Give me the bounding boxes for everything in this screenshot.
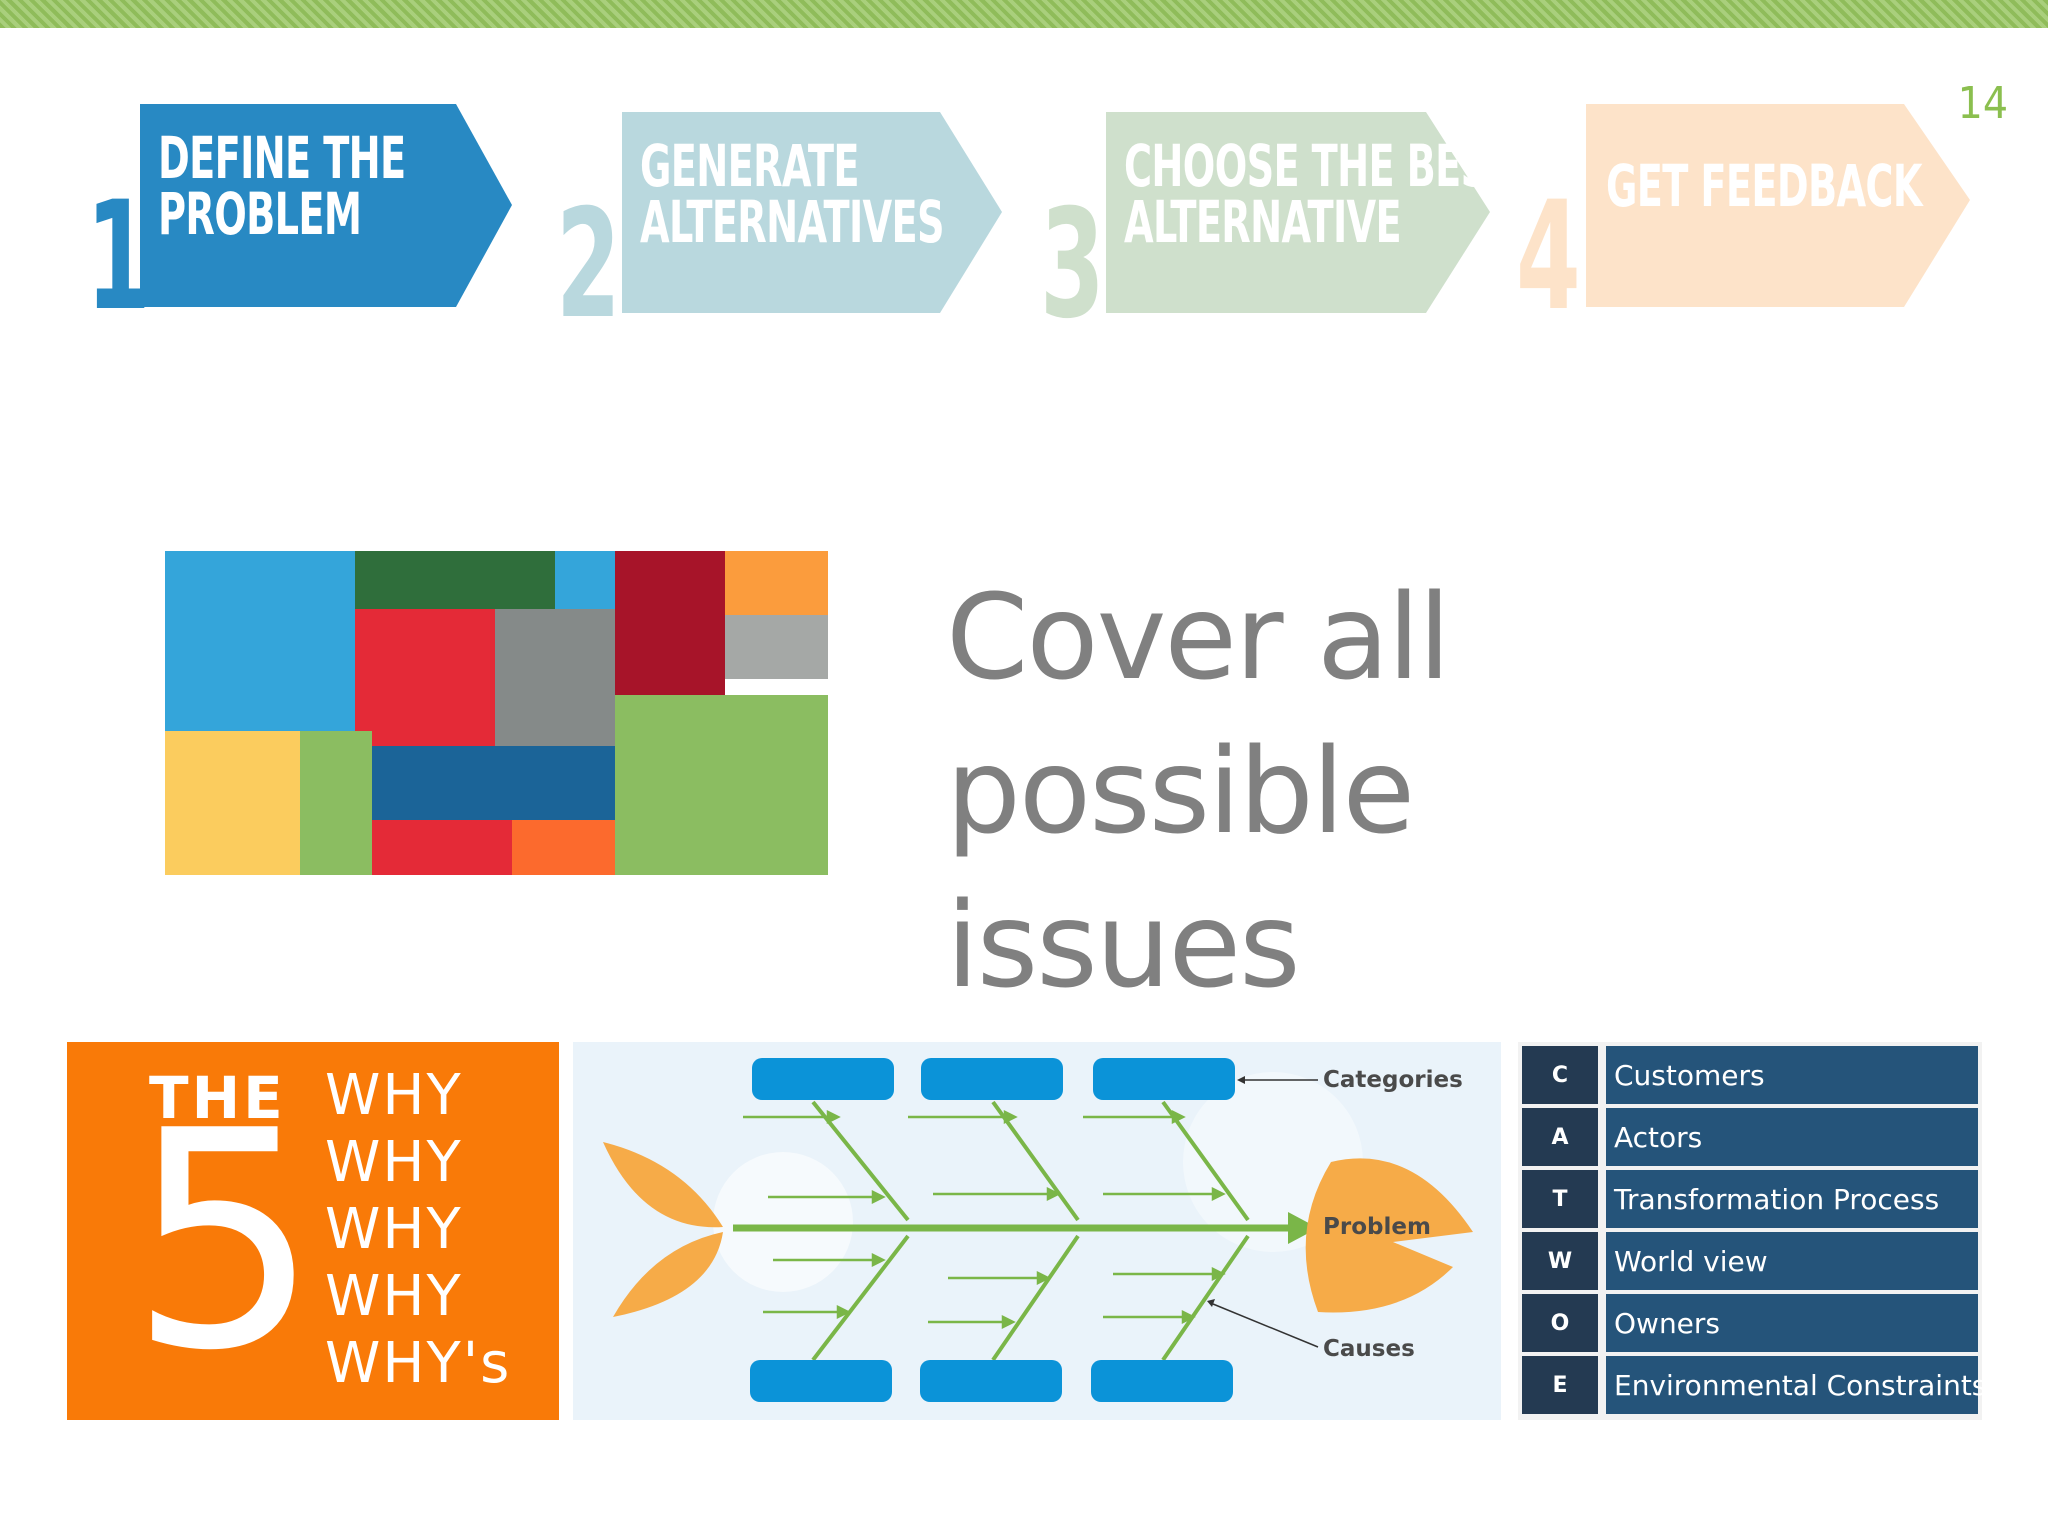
five-whys-number: 5 (129, 1067, 320, 1416)
catwoe-letter: W (1522, 1232, 1598, 1290)
catwoe-letter: A (1522, 1108, 1598, 1166)
cause-box (920, 1360, 1062, 1402)
step-arrow-shape (1106, 112, 1490, 313)
why-item: WHY (325, 1197, 463, 1262)
step-number: 3 (1040, 178, 1105, 352)
catwoe-row: O Owners (1522, 1294, 1978, 1352)
catwoe-letter: C (1522, 1046, 1598, 1104)
catwoe-word: Customers (1606, 1046, 1978, 1104)
catwoe-word: Owners (1606, 1294, 1978, 1352)
top-decorative-band (0, 0, 2048, 28)
catwoe-word: Actors (1606, 1108, 1978, 1166)
page-number: 14 (1957, 78, 2008, 129)
five-whys-graphic: THE 5 WHY WHY WHY WHY WHY's (67, 1042, 559, 1420)
step-number: 4 (1516, 170, 1581, 344)
cause-box (750, 1360, 892, 1402)
problem-label: Problem (1323, 1214, 1431, 1240)
five-whys-list: WHY WHY WHY WHY WHY's (325, 1062, 511, 1397)
why-item: WHY (325, 1063, 463, 1128)
category-box (752, 1058, 894, 1100)
catwoe-row: A Actors (1522, 1108, 1978, 1166)
catwoe-table: C Customers A Actors T Transformation Pr… (1518, 1042, 1986, 1420)
catwoe-row: W World view (1522, 1232, 1978, 1290)
step-arrow-shape (622, 112, 1002, 313)
catwoe-row: T Transformation Process (1522, 1170, 1978, 1228)
why-item: WHY (325, 1264, 463, 1329)
step-number: 1 (86, 170, 151, 344)
categories-label: Categories (1323, 1067, 1463, 1093)
cause-box (1091, 1360, 1233, 1402)
step-get-feedback: 4 GET FEEDBACK (1516, 102, 1976, 332)
catwoe-letter: E (1522, 1356, 1598, 1414)
color-block-mosaic-image (165, 551, 828, 875)
step-number: 2 (556, 178, 621, 352)
fishbone-graphics (603, 1072, 1473, 1362)
step-arrow-shape (140, 104, 512, 307)
step-label: GET FEEDBACK (1606, 152, 1923, 220)
catwoe-word: Transformation Process (1606, 1170, 1978, 1228)
catwoe-word: World view (1606, 1232, 1978, 1290)
five-whys-the: THE (149, 1064, 286, 1132)
fishbone-diagram: Categories Problem Causes (573, 1042, 1501, 1420)
category-box (921, 1058, 1063, 1100)
catwoe-row: C Customers (1522, 1046, 1978, 1104)
catwoe-word: Environmental Constraints (1606, 1356, 1986, 1414)
why-item: WHY's (325, 1331, 512, 1396)
category-box (1093, 1058, 1235, 1100)
causes-label: Causes (1323, 1336, 1415, 1362)
headline-text: Cover all possible issues (946, 568, 1451, 1014)
catwoe-row: E Environmental Constraints (1522, 1356, 1986, 1414)
why-item: WHY (325, 1130, 463, 1195)
catwoe-letter: O (1522, 1294, 1598, 1352)
step-arrow-shape (1586, 104, 1970, 307)
catwoe-letter: T (1522, 1170, 1598, 1228)
